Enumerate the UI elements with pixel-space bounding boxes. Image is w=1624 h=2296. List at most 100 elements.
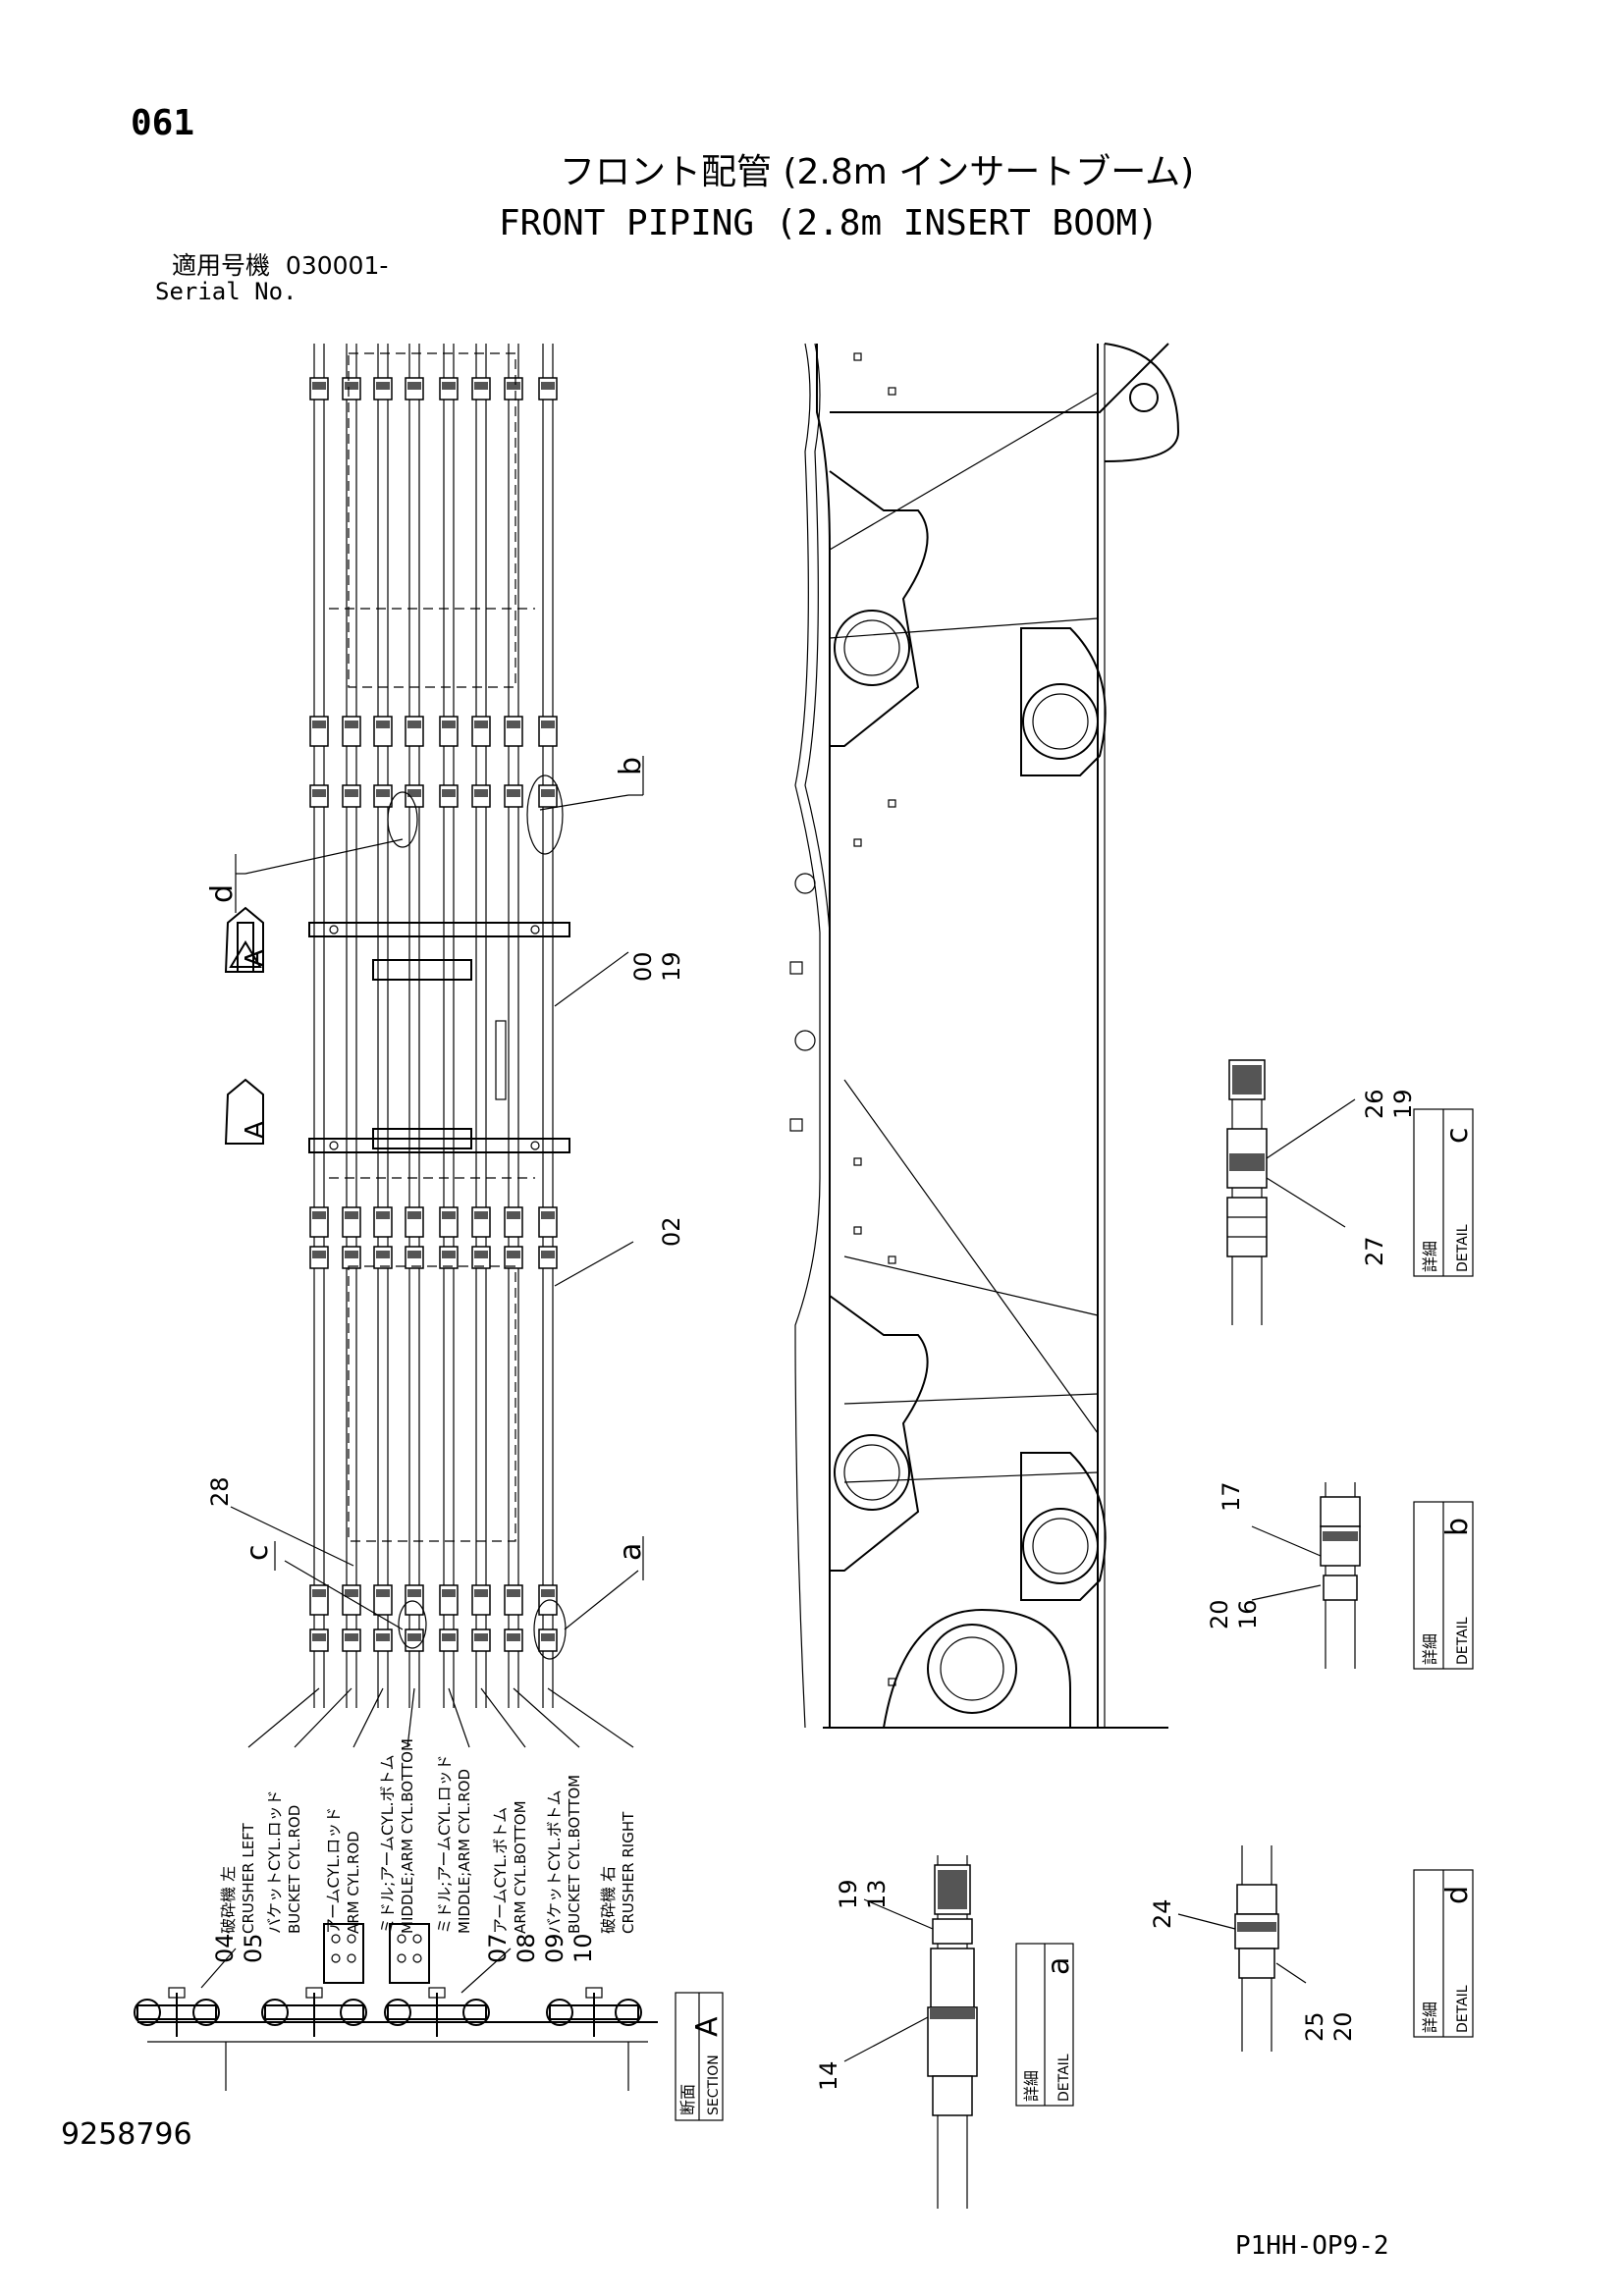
detail-c-label-en: DETAIL [1455, 1224, 1471, 1272]
hose-label-en: MIDDLE;ARM CYL.BOTTOM [399, 1738, 416, 1934]
callout-19: 19 [658, 951, 685, 982]
callout-19-a: 19 [835, 1879, 862, 1909]
hose-label-en: ARM CYL.BOTTOM [512, 1800, 529, 1934]
hose-bundle-top-view [308, 344, 570, 1708]
section-arrow-letter-upper: A [241, 949, 270, 967]
hose-label-jp: ミドル;アームCYL.ロッド [435, 1754, 454, 1934]
callout-07: 07 [484, 1933, 512, 1963]
serial-label-jp: 適用号機 [172, 251, 271, 280]
serial-label-english: Serial No. [155, 278, 298, 305]
section-arrow-upper: A [224, 906, 270, 973]
clamp-upper [308, 922, 570, 937]
serial-value: 030001- [285, 251, 389, 280]
detail-d-drawing: 24 25 20 [1149, 1845, 1357, 2052]
detail-a-label-en: DETAIL [1056, 2054, 1072, 2102]
detail-b-label-en: DETAIL [1455, 1617, 1471, 1665]
callout-17: 17 [1218, 1481, 1245, 1512]
callout-09: 09 [541, 1933, 568, 1963]
callout-08: 08 [513, 1933, 540, 1963]
callout-05: 05 [240, 1933, 267, 1963]
hose-label-jp: 破砕機 左 [219, 1866, 238, 1934]
detail-b-drawing: 17 20 16 [1206, 1481, 1361, 1669]
section-label-box: 断面 SECTION A [675, 1992, 725, 2121]
title-english: FRONT PIPING (2.8m INSERT BOOM) [499, 203, 1159, 243]
callout-00: 00 [629, 951, 657, 982]
boom-side-view [789, 343, 1180, 1729]
callout-c: c [241, 1541, 427, 1649]
callout-14: 14 [815, 2060, 842, 2091]
callout-19-c: 19 [1389, 1089, 1417, 1119]
callout-20-d: 20 [1329, 2011, 1357, 2042]
detail-a-drawing: 19 13 14 [815, 1855, 978, 2209]
section-label-jp: 断面 [678, 2084, 697, 2115]
detail-b-letter: b [1440, 1518, 1475, 1536]
callout-d: d [205, 791, 418, 913]
callout-24: 24 [1149, 1898, 1176, 1929]
detail-c-letter: c [1440, 1128, 1475, 1145]
hose-line [439, 344, 459, 1708]
callout-28: 28 [206, 1476, 354, 1567]
hose-label-en: MIDDLE;ARM CYL.ROD [456, 1769, 473, 1934]
hose-label-en: BUCKET CYL.BOTTOM [566, 1775, 583, 1934]
hose-label-en: BUCKET CYL.ROD [286, 1805, 303, 1934]
callout-28: 28 [206, 1476, 234, 1507]
hose-label-en: ARM CYL.ROD [345, 1831, 362, 1934]
hose-label-jp: ミドル;アームCYL.ボトム [378, 1754, 397, 1934]
hose-label-jp: バケットCYL.ロッド [265, 1789, 284, 1934]
callout-letter-b: b [614, 757, 648, 775]
callout-00-19: 00 19 [554, 951, 685, 1007]
callout-04: 04 [211, 1933, 239, 1963]
hose-line [342, 344, 361, 1708]
callout-26: 26 [1361, 1089, 1388, 1119]
section-arrow-lower: A [224, 1078, 270, 1145]
callout-letter-c: c [241, 1545, 275, 1562]
hose-label-en: CRUSHER RIGHT [620, 1811, 637, 1934]
callout-b: b [526, 756, 648, 855]
hose-line [373, 344, 393, 1708]
detail-d-box: 詳細 DETAIL d [1413, 1869, 1475, 2038]
callout-a: a [533, 1536, 648, 1660]
document-number: 9258796 [61, 2117, 192, 2152]
bracket-upper [372, 959, 472, 981]
detail-c-drawing: 26 19 27 [1226, 1059, 1417, 1325]
detail-d-label-jp: 詳細 [1421, 2002, 1439, 2033]
detail-d-letter: d [1440, 1886, 1475, 1904]
hose-label-jp: アームCYL.ボトム [491, 1807, 510, 1934]
drawing-code: P1HH-OP9-2 [1235, 2231, 1389, 2261]
hose-leader-lines [247, 1687, 634, 1748]
hose-line [538, 344, 558, 1708]
section-a-view: 04 05 07 08 09 10 [134, 1923, 658, 2091]
hose-label-jp: 破砕機 右 [599, 1866, 618, 1934]
callout-02: 02 [554, 1216, 685, 1287]
serial-line-japanese: 適用号機 030001- [172, 253, 388, 278]
title-japanese: フロント配管 (2.8m インサートブーム) [560, 152, 1195, 192]
detail-a-label-jp: 詳細 [1022, 2070, 1041, 2102]
section-label-en: SECTION [706, 2055, 722, 2115]
hose-line [405, 344, 424, 1708]
callout-13: 13 [863, 1879, 891, 1909]
hose-label-en: CRUSHER LEFT [240, 1822, 257, 1934]
clamp-lower [308, 1138, 570, 1153]
callout-10: 10 [569, 1933, 597, 1963]
boom-outline-upper [348, 352, 516, 688]
section-label-letter: A [690, 2016, 725, 2037]
detail-b-box: 詳細 DETAIL b [1413, 1501, 1475, 1670]
boom-outline-lower [348, 1265, 516, 1542]
detail-a-box: 詳細 DETAIL a [1015, 1943, 1076, 2107]
callout-02: 02 [658, 1216, 685, 1247]
detail-d-label-en: DETAIL [1455, 1985, 1471, 2033]
callout-27: 27 [1361, 1236, 1388, 1266]
hose-line [471, 344, 491, 1708]
callout-20-b: 20 [1206, 1599, 1233, 1629]
callout-16: 16 [1234, 1599, 1262, 1629]
callout-25: 25 [1301, 2011, 1328, 2042]
hose-line [309, 344, 329, 1708]
detail-c-box: 詳細 DETAIL c [1413, 1108, 1475, 1277]
hose-line [504, 344, 523, 1708]
detail-b-label-jp: 詳細 [1421, 1633, 1439, 1665]
hose-label-jp: アームCYL.ロッド [324, 1807, 343, 1934]
bracket-lower [372, 1128, 472, 1149]
page-number: 061 [131, 103, 195, 143]
